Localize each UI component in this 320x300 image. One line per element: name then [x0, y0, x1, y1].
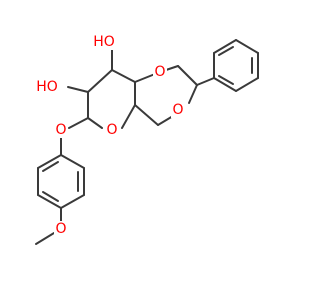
label-layer: HO HO O O O O O	[34, 34, 185, 237]
oh-bond	[67, 86, 89, 93]
molecule-canvas: HO HO O O O O O	[34, 34, 259, 245]
phenyl-bond	[235, 39, 259, 54]
anisyl-double-bond	[42, 191, 59, 202]
anisyl-bond	[60, 154, 85, 169]
dioxane-oxygen-upper: O	[154, 64, 165, 80]
pyran-bond	[111, 69, 136, 83]
structure-diagram: HO HO O O O O O	[34, 34, 259, 245]
bond-layer	[35, 39, 259, 245]
pyran-bond	[87, 69, 113, 93]
dioxane-oxygen-lower: O	[172, 102, 183, 118]
phenyl-bond	[213, 77, 237, 92]
methoxy-bond	[35, 232, 55, 245]
anisyl-bond	[37, 194, 62, 209]
hydroxyl-label-left: HO	[36, 79, 58, 95]
anisyl-bond	[37, 154, 62, 169]
acetal-phenyl-bond	[196, 77, 215, 86]
phenyl-double-bond	[218, 75, 234, 85]
dioxane-bond	[177, 65, 198, 86]
glycosidic-oxygen: O	[55, 122, 66, 138]
glycosidic-bond	[68, 117, 89, 129]
methoxy-oxygen: O	[55, 221, 66, 237]
anisyl-double-bond	[42, 161, 59, 172]
phenyl-bond	[235, 77, 259, 92]
hydroxyl-label-top: HO	[93, 34, 115, 50]
dioxane-bond	[134, 104, 159, 126]
pyran-oxygen: O	[106, 122, 117, 138]
pyran-bond	[87, 117, 103, 129]
anisyl-bond	[60, 194, 85, 209]
phenyl-double-bond	[218, 46, 234, 56]
dioxane-bond	[188, 84, 198, 104]
phenyl-bond	[213, 39, 237, 54]
pyran-bond	[121, 104, 136, 129]
